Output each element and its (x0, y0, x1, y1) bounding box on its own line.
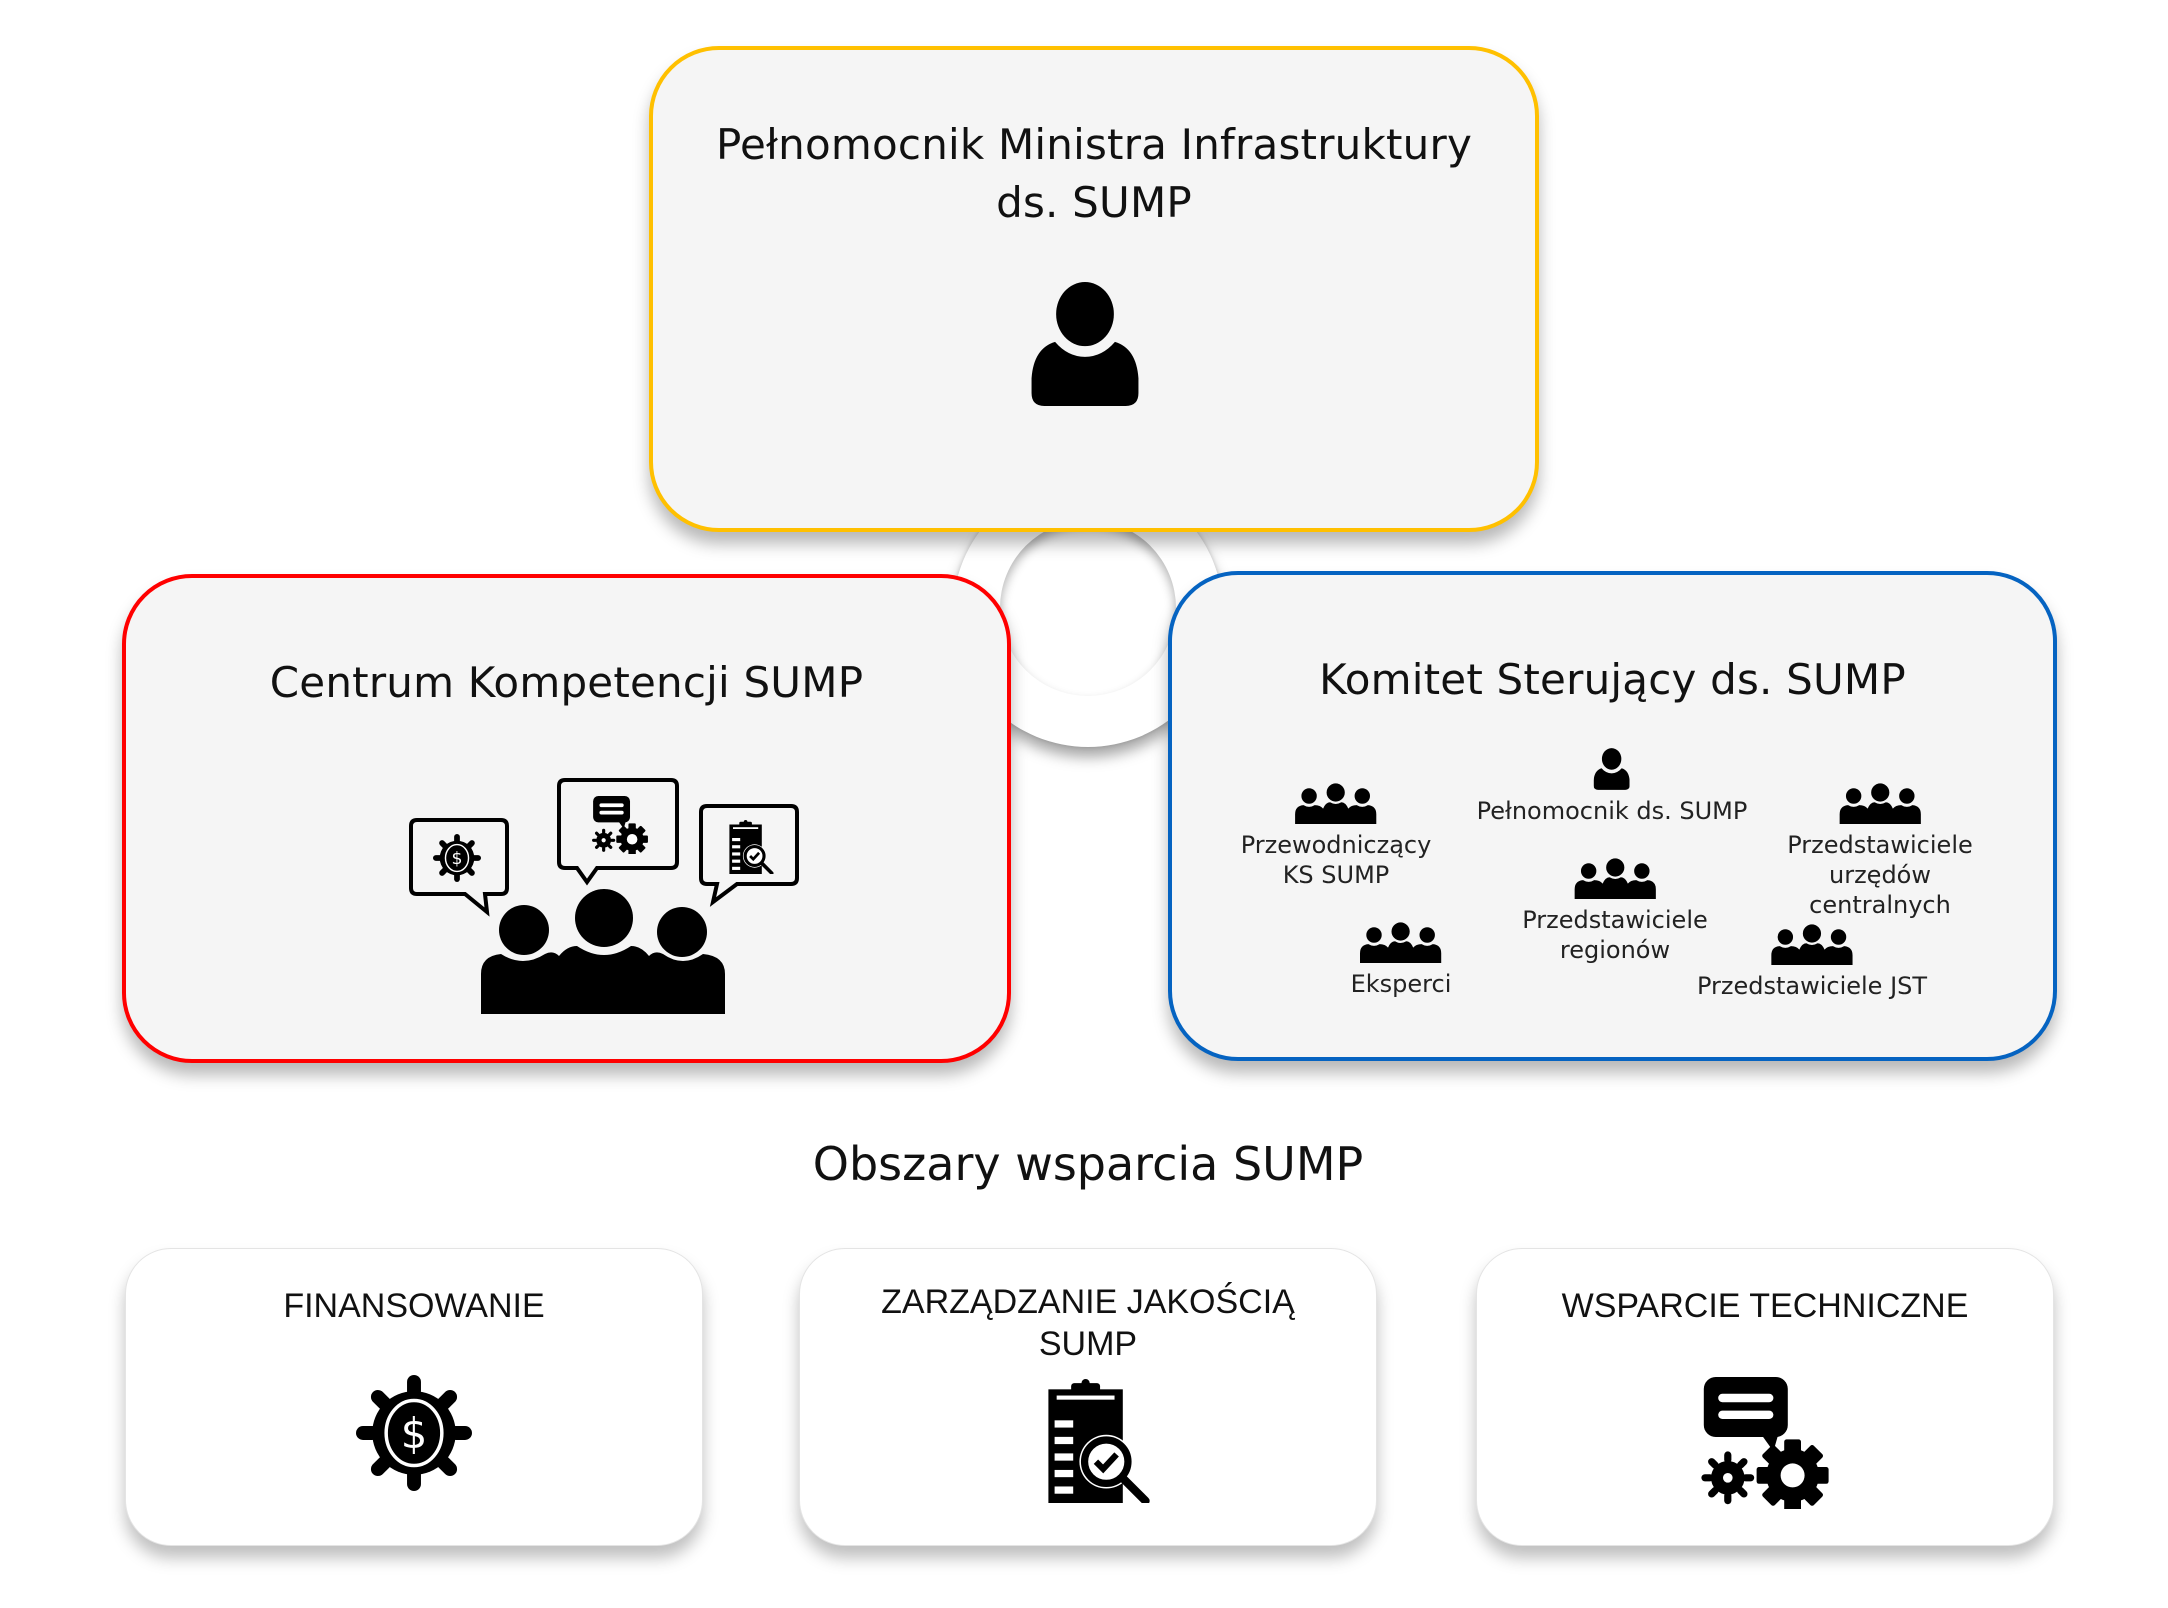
member-regions: Przedstawiciele regionów (1522, 857, 1708, 965)
member-label: Pełnomocnik ds. SUMP (1476, 797, 1748, 825)
group-icon (1359, 921, 1443, 963)
member-plenipotentiary: Pełnomocnik ds. SUMP (1476, 748, 1748, 826)
steering-committee-title: Komitet Sterujący ds. SUMP (1319, 655, 1906, 704)
support-card-label: FINANSOWANIE (283, 1287, 545, 1325)
speech-bubble-center (557, 778, 679, 886)
plenipotentiary-title: Pełnomocnik Ministra Infrastruktury ds. … (715, 120, 1473, 227)
member-chair: Przewodniczący KS SUMP (1240, 782, 1432, 890)
support-card-technical: WSPARCIE TECHNICZNE (1476, 1248, 2054, 1546)
group-icon (1294, 782, 1378, 824)
member-label: Przedstawiciele regionów (1522, 906, 1708, 964)
group-icon (1838, 782, 1922, 824)
competence-center-box: Centrum Kompetencji SUMP (122, 574, 1011, 1063)
people-group (481, 889, 725, 1014)
competence-center-title: Centrum Kompetencji SUMP (269, 658, 864, 707)
dollar-gear-icon (356, 1375, 472, 1491)
support-card-financing: FINANSOWANIE (125, 1248, 703, 1546)
member-experts: Eksperci (1350, 921, 1452, 999)
member-label: Przewodniczący KS SUMP (1240, 831, 1432, 889)
support-card-quality: ZARZĄDZANIE JAKOŚCIĄ SUMP (799, 1248, 1377, 1546)
team-discussion-icon (409, 778, 799, 1014)
person-icon (1031, 282, 1139, 406)
support-areas-title: Obszary wsparcia SUMP (812, 1137, 1364, 1191)
chat-gears-icon (1699, 1377, 1831, 1509)
clipboard-search-icon (1040, 1379, 1156, 1503)
connector-ring-hole (1000, 520, 1176, 696)
plenipotentiary-box: Pełnomocnik Ministra Infrastruktury ds. … (649, 46, 1539, 532)
member-label: Eksperci (1350, 970, 1452, 998)
steering-committee-box: Komitet Sterujący ds. SUMP Przewodnicząc… (1168, 571, 2057, 1061)
support-card-label: WSPARCIE TECHNICZNE (1561, 1287, 1969, 1325)
group-icon (1770, 923, 1854, 965)
support-card-label: ZARZĄDZANIE JAKOŚCIĄ SUMP (881, 1283, 1295, 1363)
person-icon (1594, 748, 1630, 790)
dollar-gear-icon (433, 834, 481, 882)
member-central-offices: Przedstawiciele urzędów centralnych (1787, 782, 1973, 920)
member-label: Przedstawiciele urzędów centralnych (1787, 831, 1973, 919)
member-label: Przedstawiciele JST (1696, 972, 1928, 1000)
member-local-governments: Przedstawiciele JST (1697, 923, 1927, 1001)
group-icon (1573, 857, 1657, 899)
